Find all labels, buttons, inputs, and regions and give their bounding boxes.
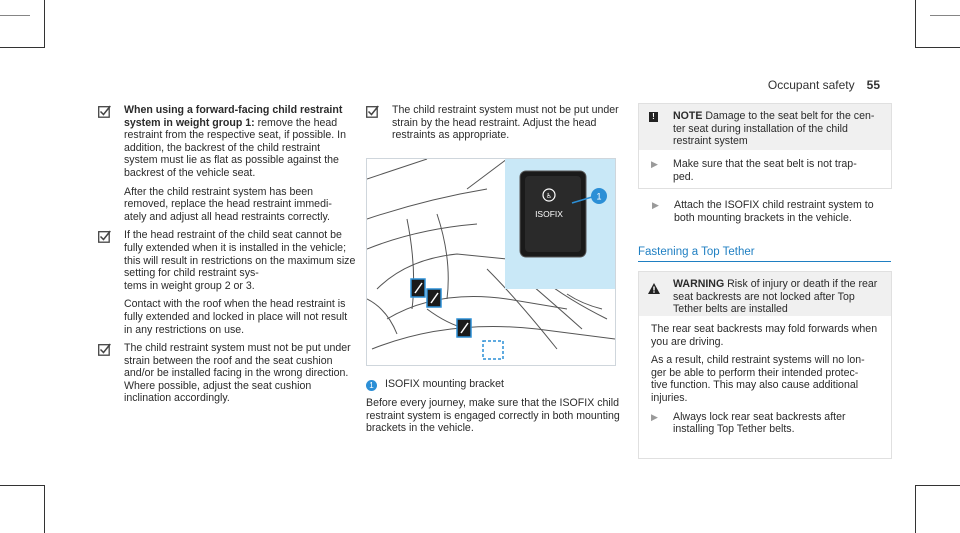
item-text: After the child restraint system has bee… [124,185,332,223]
warning-box: WARNING Risk of injury or death if the r… [638,271,892,459]
checklist-item: When using a forward-facing child restra… [98,104,356,223]
item-text: remove the head restraint from the respe… [124,116,346,179]
arrow-icon: ▶ [652,200,659,210]
column-middle: The child restraint system must not be p… [366,104,624,148]
paragraph: As a result, child restraint systems wil… [651,354,865,404]
checkbox-icon [98,343,111,356]
note-title: NOTE [673,110,703,122]
step-text: Attach the ISOFIX child restraint system… [674,199,874,224]
callout-number: 1 [596,192,601,202]
arrow-icon: ▶ [651,411,658,422]
crop-mark [0,485,45,486]
section-title: Fastening a Top Tether [638,246,755,258]
item-text: If the head restraint of the child seat … [124,229,356,292]
svg-text:♿: ♿ [546,192,552,200]
item-bold: When using a forward-facing child restra… [124,104,343,129]
isofix-label: ISOFIX [535,209,563,219]
figure-caption: 1 ISOFIX mounting bracket Before every jo… [366,378,626,435]
column-left: When using a forward-facing child restra… [98,104,356,411]
checklist-item: The child restraint system must not be p… [98,342,356,405]
isofix-illustration: ♿ ISOFIX 1 [366,158,616,366]
crop-mark [930,15,960,16]
page-number: 55 [866,78,880,92]
caption-number: 1 [366,380,377,391]
item-text: The child restraint system must not be p… [124,342,351,405]
note-box: ! NOTE Damage to the seat belt for the c… [638,103,892,189]
crop-mark [915,0,916,48]
instruction-step: ▶ Attach the ISOFIX child restraint syste… [652,199,892,224]
warning-header: WARNING Risk of injury or death if the r… [639,272,891,316]
crop-mark [915,485,960,486]
exclamation-icon: ! [649,112,658,122]
checkbox-icon [366,105,379,118]
crop-mark [44,0,45,48]
item-text: Contact with the roof when the head rest… [124,298,348,336]
checklist-item: The child restraint system must not be p… [366,104,624,142]
checkbox-icon [98,230,111,244]
note-text: Damage to the seat belt for the cen- ter… [673,110,875,148]
crop-mark [0,47,45,48]
section-name: Occupant safety [767,78,855,92]
bullet-item: ▶ Always lock rear seat backrests after i… [651,411,887,436]
arrow-icon: ▶ [651,159,658,169]
caption-text: ISOFIX mounting bracket [385,378,504,390]
paragraph: Before every journey, make sure that the… [366,397,620,435]
note-header: ! NOTE Damage to the seat belt for the c… [639,104,891,150]
seat-drawing: ♿ ISOFIX 1 [367,159,615,360]
section-divider [638,261,891,262]
bullet-text: Always lock rear seat backrests after in… [673,410,846,436]
warning-text: Risk of injury or death if the rear seat… [673,278,878,316]
crop-mark [915,485,916,533]
warning-title: WARNING [673,278,725,290]
crop-mark [44,485,45,533]
bullet-item: ▶ Make sure that the seat belt is not tra… [651,158,887,183]
paragraph: The rear seat backrests may fold forward… [651,323,878,348]
item-text: The child restraint system must not be p… [392,104,619,142]
crop-mark [915,47,960,48]
page-header: Occupant safety 55 [768,78,880,92]
warning-icon [648,281,660,299]
checklist-item: If the head restraint of the child seat … [98,229,356,336]
crop-mark [0,15,30,16]
checkbox-icon [98,105,111,118]
bullet-text: Make sure that the seat belt is not trap… [673,158,857,183]
